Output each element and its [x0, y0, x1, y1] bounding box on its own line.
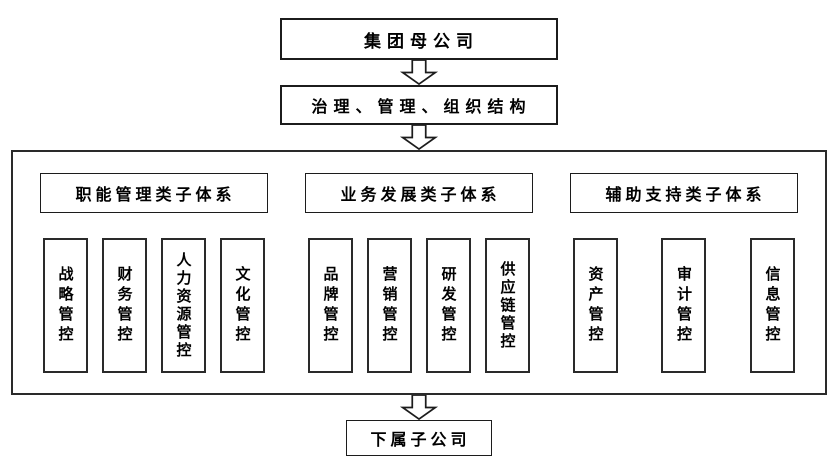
control-box-audit: 审计管控 — [661, 238, 706, 373]
control-box-supply-chain: 供应链管控 — [484, 238, 530, 373]
section-functional-management: 职能管理类子体系 战略管控 财务管控 人力资源管控 文化管控 — [39, 152, 268, 393]
control-box-assets: 资产管控 — [572, 238, 618, 373]
group-parent-company-label: 集团母公司 — [364, 31, 479, 52]
control-box-brand: 品牌管控 — [307, 238, 353, 373]
section-header-box: 辅助支持类子体系 — [569, 173, 798, 213]
control-box-hr: 人力资源管控 — [160, 238, 206, 373]
control-box-strategy: 战略管控 — [42, 238, 88, 373]
subsidiary-company-label: 下属子公司 — [370, 430, 471, 449]
section-auxiliary-support: 辅助支持类子体系 资产管控 审计管控 信息管控 — [569, 152, 798, 393]
functional-items-row: 战略管控 财务管控 人力资源管控 文化管控 — [40, 238, 268, 373]
control-box-finance: 财务管控 — [101, 238, 147, 373]
down-arrow-icon — [399, 395, 438, 420]
control-box-culture: 文化管控 — [219, 238, 265, 373]
auxiliary-items-row: 资产管控 审计管控 信息管控 — [570, 238, 798, 373]
control-box-marketing: 营销管控 — [366, 238, 412, 373]
section-header-box: 业务发展类子体系 — [304, 173, 533, 213]
business-items-row: 品牌管控 营销管控 研发管控 供应链管控 — [305, 238, 533, 373]
section-business-development: 业务发展类子体系 品牌管控 营销管控 研发管控 供应链管控 — [304, 152, 533, 393]
section-header-label: 业务发展类子体系 — [340, 185, 501, 204]
section-header-label: 职能管理类子体系 — [75, 185, 236, 204]
governance-structure-box: 治理、管理、组织结构 — [279, 85, 558, 125]
section-header-box: 职能管理类子体系 — [39, 173, 268, 213]
subsidiary-company-box: 下属子公司 — [345, 420, 492, 456]
control-box-information: 信息管控 — [749, 238, 795, 373]
subsystems-container: 职能管理类子体系 战略管控 财务管控 人力资源管控 文化管控 业务发展类子体系 … — [10, 150, 827, 395]
governance-structure-label: 治理、管理、组织结构 — [311, 97, 532, 116]
down-arrow-icon — [399, 125, 438, 150]
down-arrow-icon — [399, 60, 438, 85]
control-box-rnd: 研发管控 — [425, 238, 471, 373]
section-header-label: 辅助支持类子体系 — [605, 185, 766, 204]
group-parent-company-box: 集团母公司 — [279, 18, 558, 60]
